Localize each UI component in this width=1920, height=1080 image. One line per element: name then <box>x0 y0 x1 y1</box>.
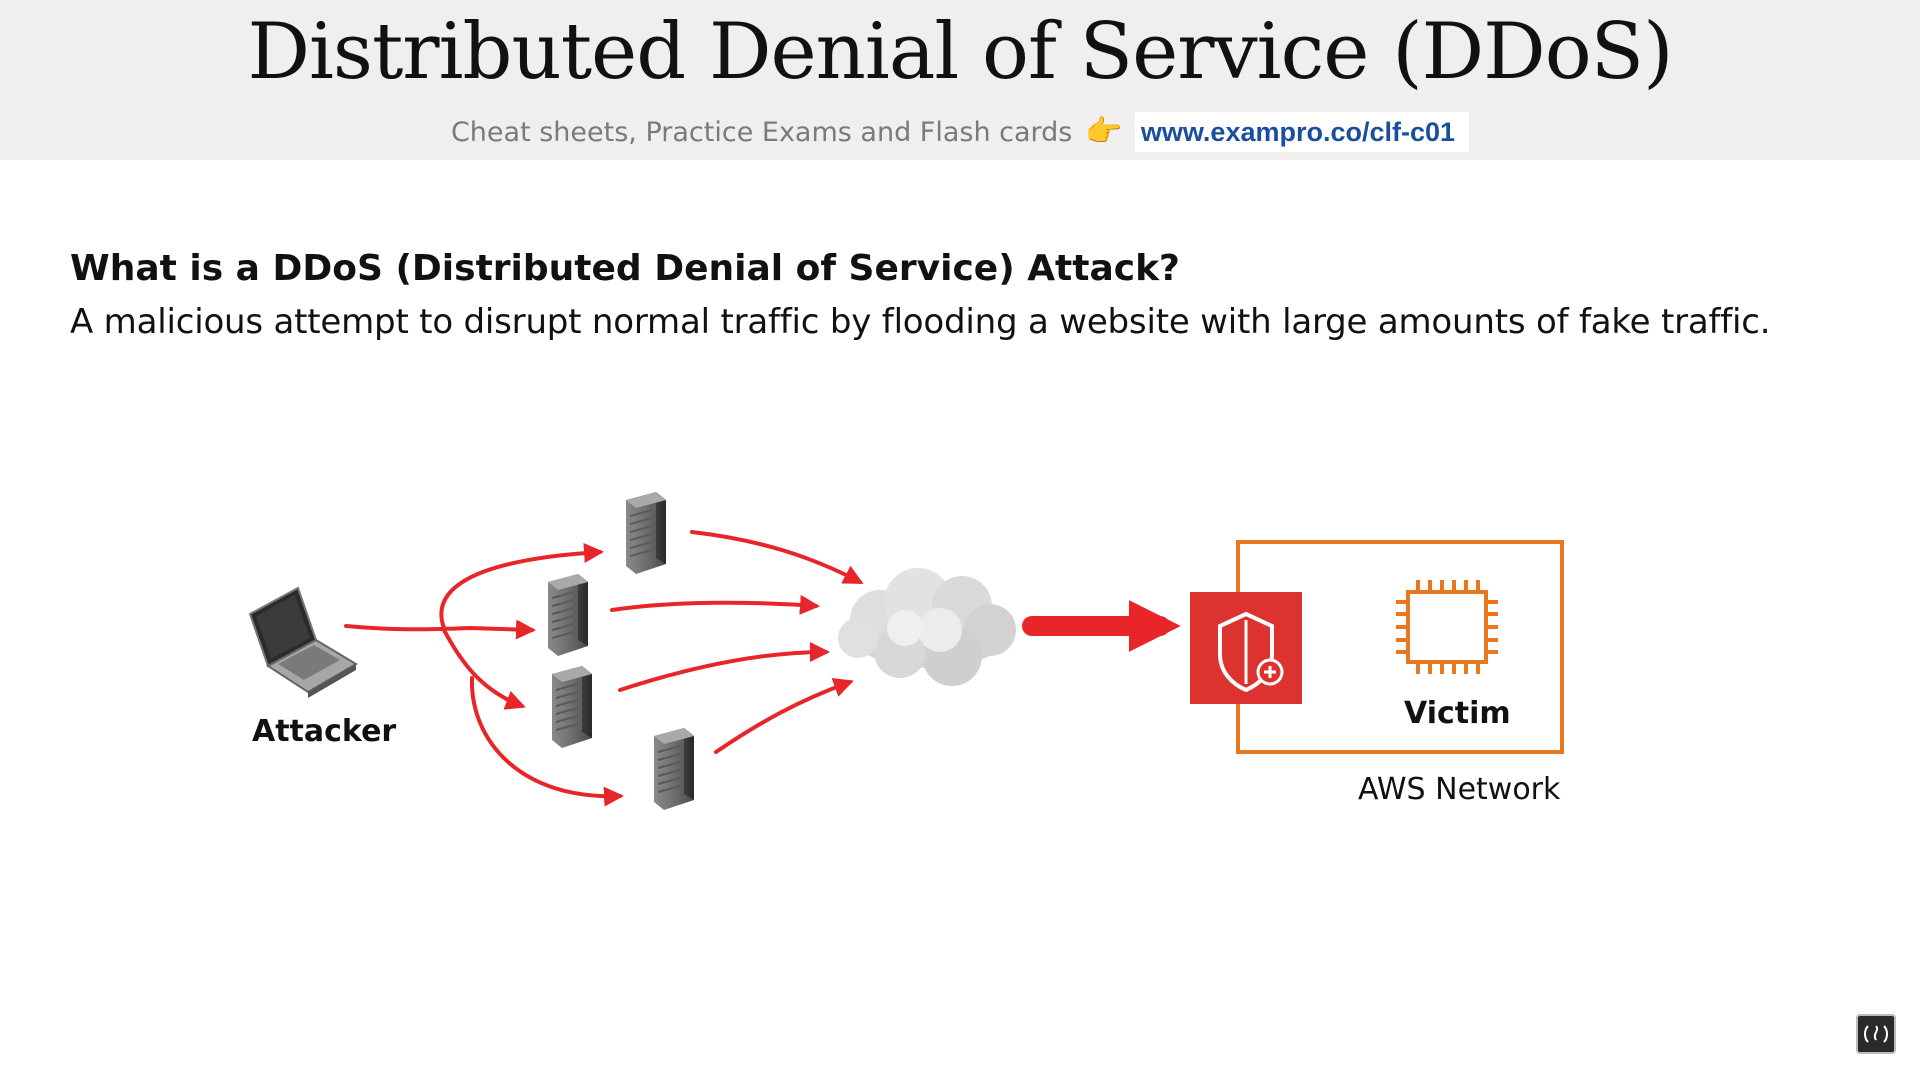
attack-arrows <box>344 530 864 807</box>
server-icon <box>547 573 589 657</box>
pointing-hand-icon: 👉 <box>1084 114 1123 149</box>
chip-icon <box>1396 580 1498 674</box>
victim-label: Victim <box>1404 696 1511 731</box>
definition-text: A malicious attempt to disrupt normal tr… <box>70 302 1771 342</box>
header-bar: Distributed Denial of Service (DDoS) Che… <box>0 0 1920 160</box>
page-title: Distributed Denial of Service (DDoS) <box>247 7 1673 97</box>
question-heading: What is a DDoS (Distributed Denial of Se… <box>70 248 1180 289</box>
subtitle: Cheat sheets, Practice Exams and Flash c… <box>0 112 1920 153</box>
freecodecamp-subscribe-icon[interactable] <box>1856 1014 1896 1054</box>
server-icon <box>551 665 593 749</box>
exampro-link[interactable]: www.exampro.co/clf-c01 <box>1134 112 1470 152</box>
server-icon <box>653 727 695 811</box>
cloud-icon <box>838 568 1016 686</box>
shield-icon <box>1190 592 1302 704</box>
attacker-label: Attacker <box>252 714 397 749</box>
aws-network-label: AWS Network <box>1358 772 1561 807</box>
subtitle-text: Cheat sheets, Practice Exams and Flash c… <box>450 117 1073 148</box>
server-icon <box>625 491 667 575</box>
laptop-icon <box>248 586 358 698</box>
